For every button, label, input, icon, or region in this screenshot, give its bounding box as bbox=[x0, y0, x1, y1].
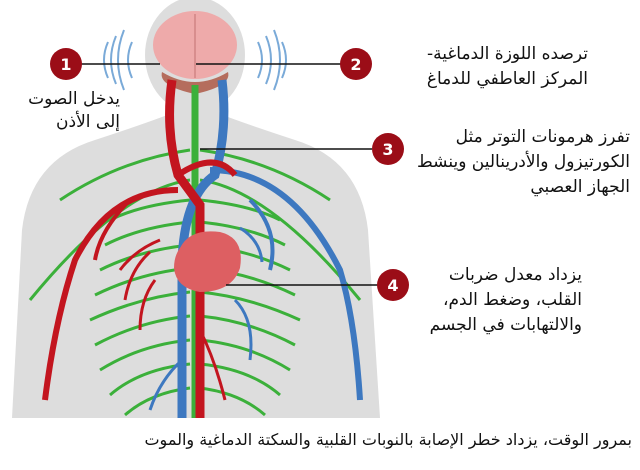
heart bbox=[174, 231, 241, 292]
sound-waves-left bbox=[103, 29, 133, 91]
sound-waves-right bbox=[257, 29, 287, 91]
veins bbox=[148, 79, 363, 418]
marker-4: 4 bbox=[377, 269, 409, 301]
marker-1: 1 bbox=[50, 48, 82, 80]
marker-1-number: 1 bbox=[60, 55, 71, 74]
marker-4-number: 4 bbox=[387, 276, 398, 295]
diagram-caption: بمرور الوقت، يزداد خطر الإصابة بالنوبات … bbox=[144, 430, 632, 449]
amygdala bbox=[161, 72, 229, 94]
marker-2-label: ترصده اللوزة الدماغية- المركز العاطفي لل… bbox=[426, 44, 588, 89]
brain bbox=[153, 11, 237, 79]
marker-3-label: تفرز هرمونات التوتر مثل الكورتيزول والأد… bbox=[417, 127, 630, 197]
marker-1-label: يدخل الصوت إلى الأذن bbox=[28, 89, 120, 132]
marker-2-number: 2 bbox=[350, 55, 361, 74]
marker-4-label: يزداد معدل ضربات القلب، وضغط الدم، والال… bbox=[429, 265, 582, 335]
arteries bbox=[42, 79, 238, 418]
marker-2: 2 bbox=[340, 48, 372, 80]
marker-3: 3 bbox=[372, 133, 404, 165]
marker-3-number: 3 bbox=[382, 140, 393, 159]
leader-lines bbox=[80, 63, 378, 286]
